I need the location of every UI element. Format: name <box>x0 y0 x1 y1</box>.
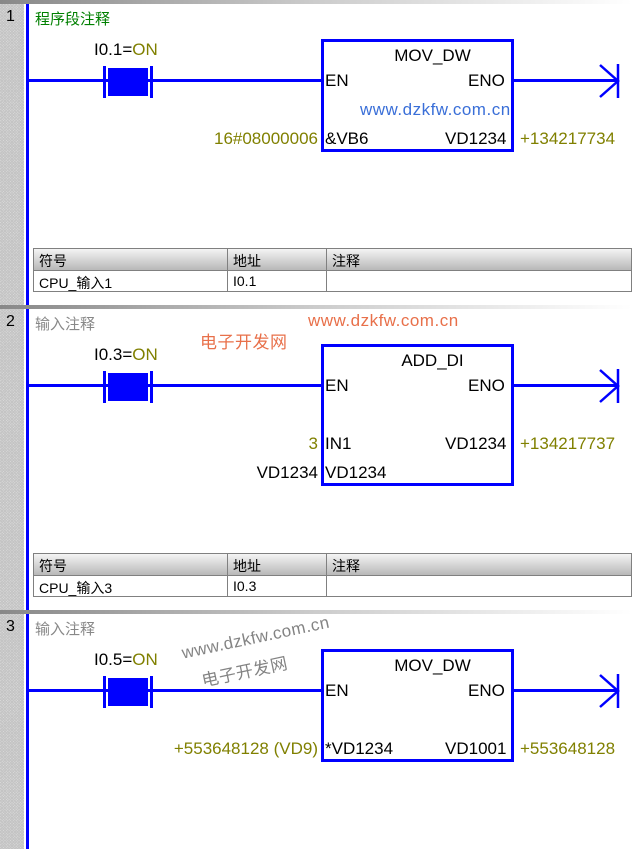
coil-arrow-icon <box>599 674 620 708</box>
network-gutter <box>0 0 24 849</box>
network-separator <box>0 610 632 614</box>
contact-label: I0.5=ON <box>94 650 158 669</box>
watermark-name: 电子开发网 <box>200 653 290 691</box>
coil-arrow-icon <box>599 369 620 403</box>
cell-comment[interactable] <box>327 576 631 596</box>
cell-address[interactable]: I0.3 <box>228 576 327 596</box>
output-value[interactable]: +553648128 <box>520 739 616 758</box>
network-number: 3 <box>6 618 15 635</box>
power-rail <box>26 0 29 849</box>
header-symbol: 符号 <box>34 554 228 575</box>
contact-state: ON <box>132 40 158 59</box>
rung-line <box>29 689 321 692</box>
watermark-url: www.dzkfw.com.cn <box>180 612 332 663</box>
network-comment[interactable]: 输入注释 <box>35 316 96 333</box>
eno-pin: ENO <box>468 681 505 700</box>
normally-open-contact[interactable] <box>103 371 153 403</box>
contact-state: ON <box>132 650 158 669</box>
header-address: 地址 <box>228 249 327 270</box>
output-value[interactable]: +134217734 <box>520 129 616 148</box>
watermark-url: www.dzkfw.com.cn <box>308 311 459 330</box>
watermark-name: 电子开发网 <box>200 333 288 352</box>
contact-address: I0.5 <box>94 650 123 669</box>
mov-dw-box[interactable]: MOV_DW <box>321 649 514 762</box>
output-line <box>514 689 618 692</box>
header-address: 地址 <box>228 554 327 575</box>
contact-label: I0.3=ON <box>94 345 158 364</box>
network-number: 2 <box>6 313 15 330</box>
network-2[interactable]: 2 输入注释 I0.3=ON ADD_DI EN ENO 3 IN1 VD123… <box>0 305 632 610</box>
in2-value[interactable]: VD1234 <box>256 463 318 482</box>
input-pin: *VD1234 <box>325 739 394 758</box>
eno-pin: ENO <box>468 376 505 395</box>
network-number: 1 <box>6 8 15 25</box>
input-value[interactable]: +553648128 (VD9) <box>173 739 318 758</box>
network-separator <box>0 305 632 309</box>
box-title: MOV_DW <box>394 656 471 675</box>
output-value[interactable]: +134217737 <box>520 434 616 453</box>
cell-symbol[interactable]: CPU_输入3 <box>34 576 228 596</box>
watermark-url: www.dzkfw.com.cn <box>360 100 511 119</box>
en-pin: EN <box>325 71 349 90</box>
coil-arrow-icon <box>599 64 620 98</box>
output-line <box>514 79 618 82</box>
network-3[interactable]: 3 输入注释 I0.5=ON MOV_DW EN ENO +553648128 … <box>0 610 632 849</box>
normally-open-contact[interactable] <box>103 66 153 98</box>
header-comment: 注释 <box>332 253 360 269</box>
output-line <box>514 384 618 387</box>
cell-address[interactable]: I0.1 <box>228 271 327 291</box>
rung-line <box>29 79 321 82</box>
normally-open-contact[interactable] <box>103 676 153 708</box>
en-pin: EN <box>325 681 349 700</box>
header-symbol: 符号 <box>34 249 228 270</box>
mov-dw-box[interactable]: MOV_DW <box>321 39 514 152</box>
cell-symbol[interactable]: CPU_输入1 <box>34 271 228 291</box>
contact-address: I0.3 <box>94 345 123 364</box>
output-pin: VD1234 <box>445 434 507 453</box>
input-value[interactable]: 16#08000006 <box>213 129 318 148</box>
network-1[interactable]: 1 程序段注释 I0.1=ON MOV_DW EN ENO 16#0800000… <box>0 0 632 305</box>
contact-state: ON <box>132 345 158 364</box>
output-pin: VD1234 <box>445 129 507 148</box>
contact-address: I0.1 <box>94 40 123 59</box>
in1-pin: IN1 <box>325 434 352 453</box>
in1-value[interactable]: 3 <box>308 434 318 453</box>
contact-label: I0.1=ON <box>94 40 158 59</box>
input-pin: &VB6 <box>325 129 369 148</box>
network-comment[interactable]: 输入注释 <box>35 621 96 638</box>
in2-pin: VD1234 <box>325 463 387 482</box>
rung-line <box>29 384 321 387</box>
cell-comment[interactable] <box>327 271 631 291</box>
box-title: ADD_DI <box>401 351 464 370</box>
eno-pin: ENO <box>468 71 505 90</box>
add-di-box[interactable]: ADD_DI <box>321 344 514 486</box>
network-comment[interactable]: 程序段注释 <box>35 11 111 28</box>
box-title: MOV_DW <box>394 46 471 65</box>
output-pin: VD1001 <box>445 739 507 758</box>
network-separator <box>0 0 632 4</box>
en-pin: EN <box>325 376 349 395</box>
header-comment: 注释 <box>332 558 360 574</box>
